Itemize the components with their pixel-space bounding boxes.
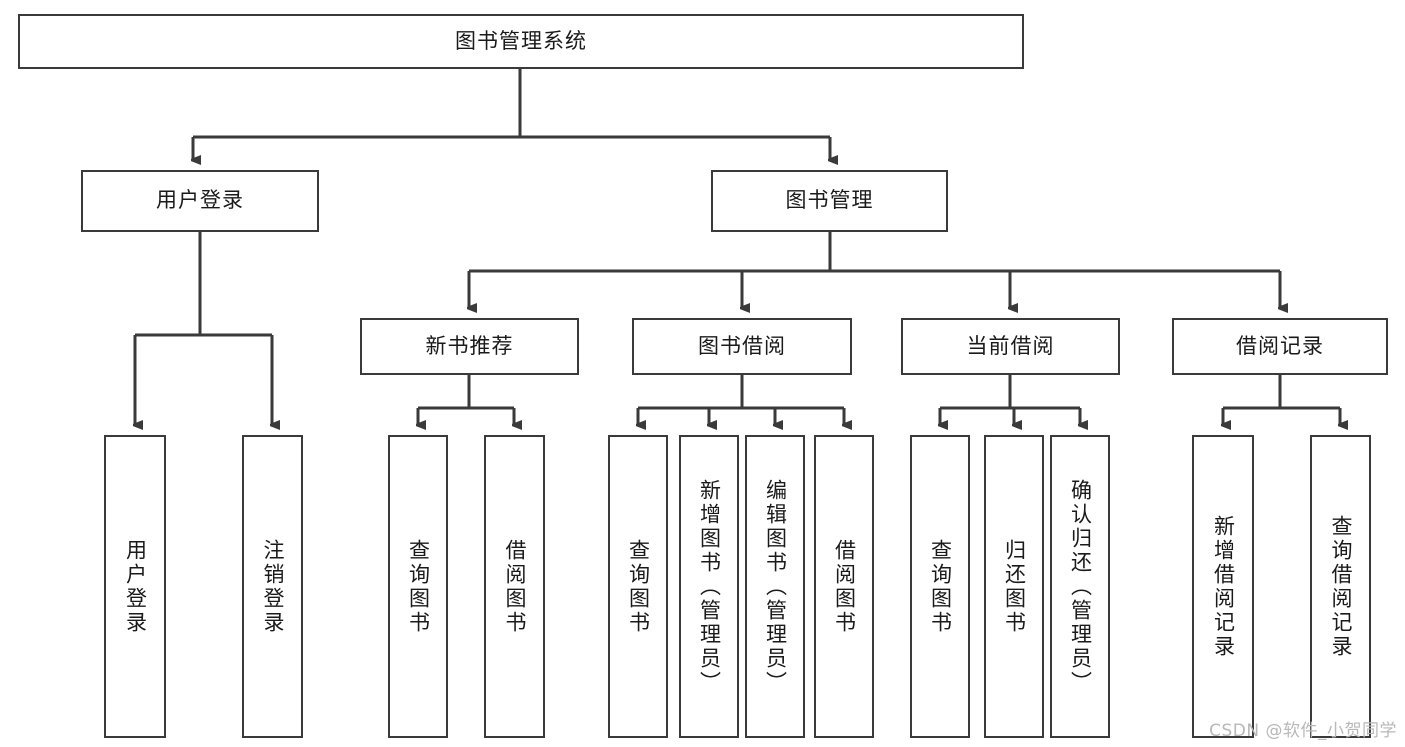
node-leaf-add-record[interactable]: 新增借阅记录 (1192, 435, 1254, 738)
node-leaf-borrow-book-2-label: 借阅图书 (832, 538, 857, 635)
node-leaf-user-logout[interactable]: 注销登录 (242, 435, 303, 738)
node-leaf-query-book-2[interactable]: 查询图书 (608, 435, 668, 738)
node-leaf-return-book-label: 归还图书 (1002, 538, 1027, 635)
node-leaf-user-login-label: 用户登录 (123, 538, 148, 635)
node-book-manage[interactable]: 图书管理 (711, 170, 948, 232)
node-book-borrow-label: 图书借阅 (698, 333, 786, 358)
node-root-label: 图书管理系统 (455, 28, 587, 53)
node-leaf-borrow-book-1-label: 借阅图书 (503, 538, 527, 635)
node-leaf-add-book-label: 新增图书（管理员） (697, 478, 722, 695)
node-current-borrow-label: 当前借阅 (966, 333, 1055, 358)
node-leaf-confirm-return[interactable]: 确认归还（管理员） (1050, 435, 1110, 738)
node-borrow-record[interactable]: 借阅记录 (1172, 318, 1388, 375)
node-leaf-borrow-book-2[interactable]: 借阅图书 (814, 435, 874, 738)
node-leaf-user-login[interactable]: 用户登录 (104, 435, 166, 738)
node-new-book-rec-label: 新书推荐 (425, 333, 514, 358)
node-leaf-user-logout-label: 注销登录 (261, 538, 285, 635)
node-book-borrow[interactable]: 图书借阅 (632, 318, 852, 375)
node-user-login-label: 用户登录 (156, 188, 244, 213)
node-user-login[interactable]: 用户登录 (81, 170, 319, 232)
node-root[interactable]: 图书管理系统 (18, 14, 1024, 69)
node-current-borrow[interactable]: 当前借阅 (901, 318, 1120, 375)
node-borrow-record-label: 借阅记录 (1236, 333, 1324, 358)
node-new-book-rec[interactable]: 新书推荐 (360, 318, 579, 375)
node-leaf-query-book-3-label: 查询图书 (928, 538, 953, 635)
node-leaf-query-book-1-label: 查询图书 (406, 538, 431, 635)
node-leaf-edit-book[interactable]: 编辑图书（管理员） (745, 435, 805, 738)
node-leaf-query-book-3[interactable]: 查询图书 (910, 435, 970, 738)
node-leaf-return-book[interactable]: 归还图书 (984, 435, 1044, 738)
node-book-manage-label: 图书管理 (785, 188, 874, 213)
node-leaf-edit-book-label: 编辑图书（管理员） (763, 478, 788, 695)
node-leaf-query-book-2-label: 查询图书 (626, 538, 651, 635)
node-leaf-confirm-return-label: 确认归还（管理员） (1068, 478, 1093, 695)
node-leaf-query-book-1[interactable]: 查询图书 (388, 435, 448, 738)
node-leaf-add-book[interactable]: 新增图书（管理员） (679, 435, 739, 738)
node-leaf-query-record[interactable]: 查询借阅记录 (1310, 435, 1371, 738)
node-leaf-borrow-book-1[interactable]: 借阅图书 (484, 435, 545, 738)
node-leaf-query-record-label: 查询借阅记录 (1329, 514, 1353, 659)
node-leaf-add-record-label: 新增借阅记录 (1211, 514, 1236, 659)
